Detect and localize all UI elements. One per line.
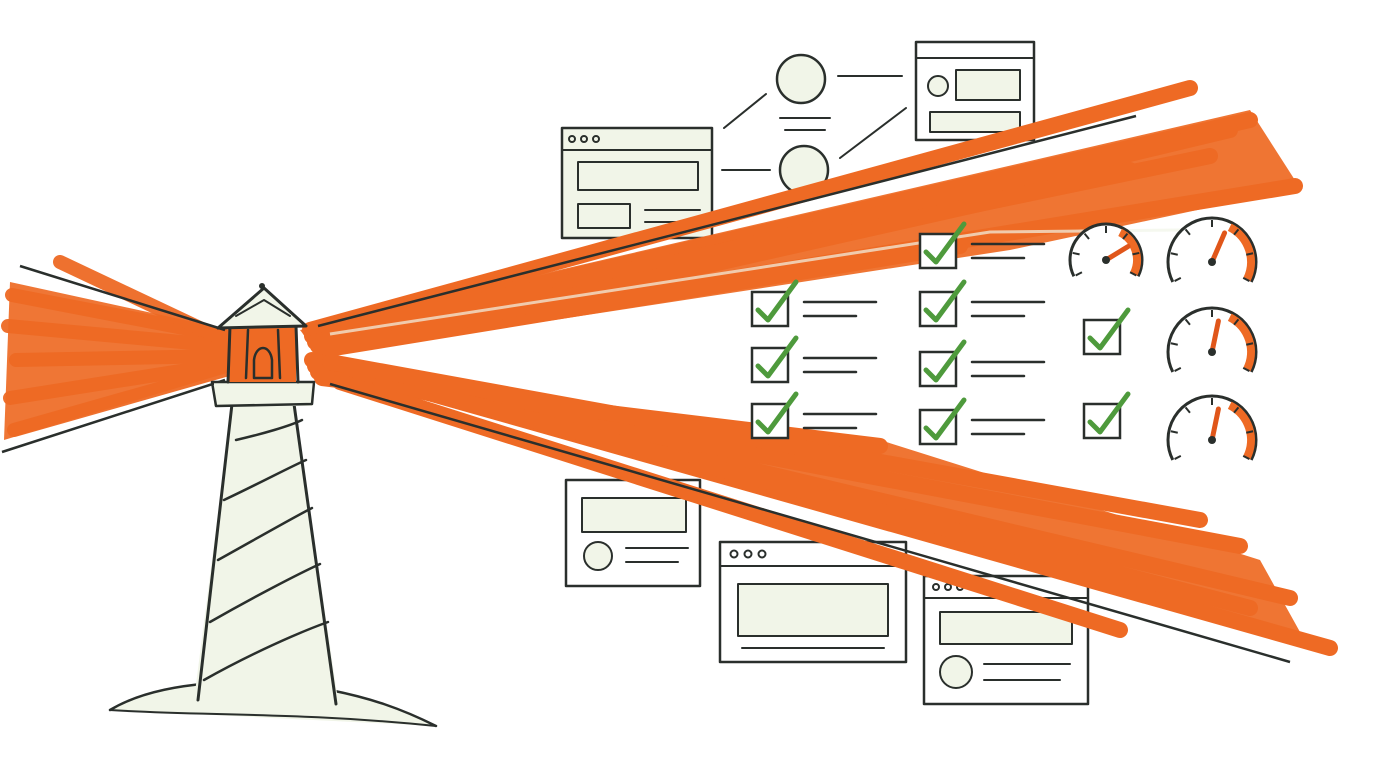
- checkbox-checked-icon: [1082, 391, 1131, 440]
- checkbox-checked-icon: [918, 397, 967, 446]
- list-item-lines: [802, 412, 878, 430]
- list-item-lines: [970, 300, 1046, 318]
- list-item-lines: [802, 300, 878, 318]
- gauge-icon: [1068, 222, 1144, 278]
- checkbox-checked-icon: [918, 221, 967, 270]
- gauge-group: [1068, 216, 1258, 461]
- gauge-icon: [1166, 216, 1258, 283]
- browser-window-icon: [560, 126, 714, 240]
- browser-window-icon: [718, 540, 908, 664]
- checkbox-checked-icon: [750, 335, 799, 384]
- gauge-icon: [1166, 306, 1258, 373]
- gauge-icon: [1166, 394, 1258, 461]
- list-item-lines: [970, 360, 1046, 378]
- list-item-lines: [802, 356, 878, 374]
- checkbox-checked-icon: [918, 279, 967, 328]
- checkbox-checked-icon: [750, 391, 799, 440]
- profile-card-icon: [721, 53, 907, 196]
- checklist-group: [750, 221, 1131, 446]
- checkbox-checked-icon: [750, 279, 799, 328]
- checkbox-checked-icon: [918, 339, 967, 388]
- browser-window-icon: [914, 40, 1036, 142]
- lighthouse-icon: [108, 283, 438, 728]
- checkbox-checked-icon: [1082, 307, 1131, 356]
- list-item-lines: [970, 418, 1046, 436]
- list-item-lines: [970, 242, 1046, 260]
